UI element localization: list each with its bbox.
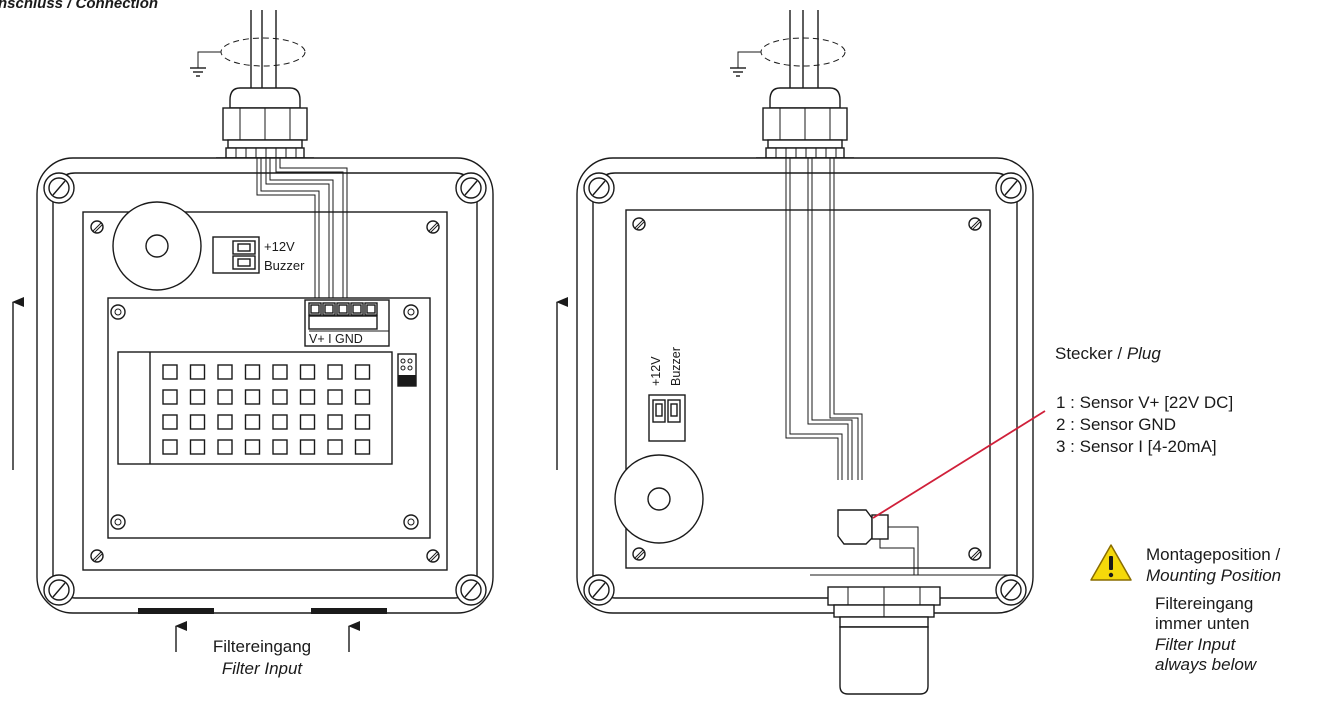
mounting-note-en-1: Filter Input xyxy=(1155,635,1237,654)
sensor-grid-cell xyxy=(299,364,316,380)
right-pcb-screw-icons xyxy=(632,217,982,561)
right-cable-wires xyxy=(789,10,819,88)
left-connector-label: V+ I GND xyxy=(309,332,363,346)
sensor-grid-cell xyxy=(162,414,178,430)
sensor-grid-cell xyxy=(327,414,343,430)
left-dip-switch-icon xyxy=(397,353,417,387)
left-cable-wires xyxy=(250,10,277,88)
left-buzzer-terminal xyxy=(212,236,260,274)
right-corner-screw-icons xyxy=(583,172,1027,606)
left-housing-inner xyxy=(52,172,478,599)
mounting-title-de: Montageposition / xyxy=(1146,545,1280,564)
sensor-grid-cell xyxy=(189,414,206,430)
left-pcb-screw-icons xyxy=(90,220,440,563)
sensor-grid-cell xyxy=(299,439,316,455)
sensor-grid-cell xyxy=(162,389,178,405)
sensor-grid-cell xyxy=(244,389,261,405)
sensor-grid-cell xyxy=(354,364,371,380)
right-buzzer-terminal xyxy=(648,394,686,442)
sensor-grid-cell xyxy=(244,439,261,455)
sensor-grid-cell xyxy=(217,414,233,430)
sensor-grid-cell xyxy=(217,364,233,380)
right-enclosure: +12V Buzzer xyxy=(556,10,1046,695)
sensor-grid-cell xyxy=(272,364,288,380)
sensor-grid-cell xyxy=(354,439,371,455)
right-internal-wires xyxy=(785,158,863,480)
left-cable-gland xyxy=(216,87,314,159)
left-sensor-connector xyxy=(304,299,390,347)
left-shield-ellipse xyxy=(220,37,306,67)
mounting-note-de-1: Filtereingang xyxy=(1155,594,1253,613)
left-ground-icon xyxy=(190,51,221,77)
sensor-grid-cell xyxy=(189,389,206,405)
sensor-grid-cell xyxy=(244,414,261,430)
right-ground-icon xyxy=(730,51,761,77)
sensor-grid-cell xyxy=(272,389,288,405)
left-module-screw-icons xyxy=(110,304,419,530)
left-enclosure: +12V Buzzer V+ I xyxy=(12,10,494,678)
sensor-grid-cell xyxy=(354,389,371,405)
sensor-grid-cell xyxy=(217,439,233,455)
plug-pointer-line xyxy=(872,410,1046,519)
left-buzzer-icon xyxy=(112,201,202,291)
sensor-grid-cell xyxy=(162,439,178,455)
sensor-grid-cell xyxy=(327,439,343,455)
mounting-title-en: Mounting Position xyxy=(1146,566,1281,585)
plug-legend-title: Stecker / Plug xyxy=(1055,344,1161,363)
warning-icon xyxy=(1090,544,1132,581)
left-internal-wires xyxy=(256,158,348,300)
left-filter-input-de: Filtereingang xyxy=(213,637,311,656)
left-corner-screw-icons xyxy=(43,172,487,606)
right-terminal-buzzer-label: Buzzer xyxy=(669,347,683,386)
left-terminal-buzzer-label: Buzzer xyxy=(264,258,305,273)
right-housing-inner xyxy=(592,172,1018,599)
sensor-grid-cell xyxy=(244,364,261,380)
header-title: nschluss / Connection xyxy=(0,0,158,12)
sensor-grid-cell xyxy=(327,364,343,380)
sensor-grid-cell xyxy=(272,439,288,455)
left-sensor-grid xyxy=(162,364,371,455)
mounting-note-en-2: always below xyxy=(1155,655,1258,674)
right-terminal-12v-label: +12V xyxy=(649,356,663,386)
mounting-note-de-2: immer unten xyxy=(1155,614,1249,633)
sensor-grid-cell xyxy=(189,364,206,380)
sensor-grid-cell xyxy=(272,414,288,430)
right-cable-gland xyxy=(756,87,854,159)
right-bottom-gland xyxy=(827,586,941,695)
right-plug-connector xyxy=(837,509,919,575)
plug-pin-1: 1 : Sensor V+ [22V DC] xyxy=(1056,393,1233,412)
sensor-grid-cell xyxy=(327,389,343,405)
right-buzzer-icon xyxy=(614,454,704,544)
left-filter-input-en: Filter Input xyxy=(222,659,304,678)
sensor-grid-cell xyxy=(217,389,233,405)
plug-pin-3: 3 : Sensor I [4-20mA] xyxy=(1056,437,1217,456)
left-terminal-12v-label: +12V xyxy=(264,239,295,254)
left-filter-slot-1 xyxy=(138,608,214,614)
left-filter-slot-2 xyxy=(311,608,387,614)
sensor-grid-cell xyxy=(189,439,206,455)
plug-pin-2: 2 : Sensor GND xyxy=(1056,415,1176,434)
sensor-grid-cell xyxy=(162,364,178,380)
sensor-grid-cell xyxy=(299,389,316,405)
sensor-grid-cell xyxy=(354,414,371,430)
sensor-grid-cell xyxy=(299,414,316,430)
